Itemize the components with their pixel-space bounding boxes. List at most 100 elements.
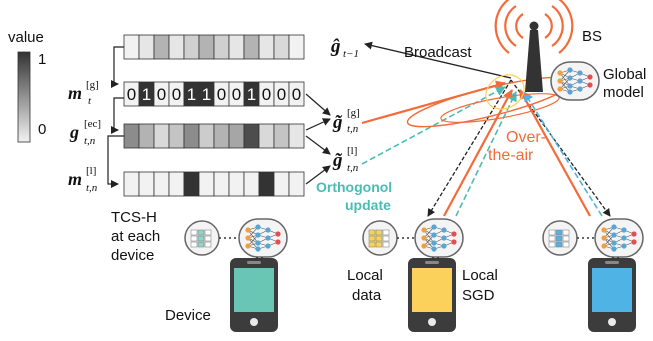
orthogonal-update-label-line2: update	[345, 197, 391, 213]
g-prev-cell	[243, 34, 260, 60]
m-local-cell	[138, 171, 155, 197]
communication-arrows	[361, 41, 611, 217]
data-table-icon	[184, 220, 220, 256]
m-local-cell	[243, 171, 260, 197]
svg-text:t,n: t,n	[347, 123, 359, 135]
g-prev-cell	[168, 34, 185, 60]
broadcast-arrow	[364, 41, 512, 79]
m-local-cell	[198, 171, 215, 197]
neural-network-icon	[594, 218, 644, 258]
g-prev-cell	[258, 34, 275, 60]
legend-gradient-bar	[17, 51, 31, 143]
smartphone-icon	[408, 258, 456, 332]
svg-text:g̃: g̃	[332, 112, 343, 133]
g-prev-cell	[228, 34, 245, 60]
g-ec-cell	[168, 123, 185, 149]
m-global-bit: 0	[292, 85, 301, 104]
g-ec-cell	[183, 123, 200, 149]
local-sgd-label-line1: Local	[462, 267, 498, 284]
m-global-bit: 1	[247, 85, 256, 104]
m-local-cell	[258, 171, 275, 197]
svg-text:t: t	[88, 95, 92, 107]
g-ec-cell	[138, 123, 155, 149]
orthogonal-device-1	[455, 91, 517, 217]
svg-text:[g]: [g]	[86, 79, 99, 91]
svg-text:ĝ: ĝ	[330, 36, 341, 57]
value-legend: value 1 0	[8, 29, 46, 143]
over-the-air-label-line2: the-air	[488, 147, 534, 164]
m-local-cell	[213, 171, 230, 197]
g-ec-cell	[273, 123, 290, 149]
bracket-connectors	[107, 46, 331, 188]
svg-text:[ec]: [ec]	[84, 118, 101, 130]
data-table-icon	[542, 220, 578, 256]
m-global-bit: 0	[157, 85, 166, 104]
svg-text:t,n: t,n	[86, 182, 98, 194]
g-prev-cell	[288, 34, 305, 60]
label-g-ec: g [ec] t,n	[69, 118, 101, 147]
local-data-label-line2: data	[352, 287, 382, 304]
neural-network-icon	[414, 218, 464, 258]
vector-bar-g-prev	[123, 34, 305, 60]
global-model-label-line1: Global	[603, 66, 646, 83]
svg-text:m: m	[68, 83, 82, 103]
m-global-bit: 0	[262, 85, 271, 104]
global-model-icon	[550, 61, 600, 101]
label-g-tilde-global: g̃ [g] t,n	[332, 107, 360, 135]
m-local-cell	[273, 171, 290, 197]
bs-label: BS	[582, 28, 602, 45]
g-ec-cell	[123, 123, 140, 149]
g-ec-cell	[228, 123, 245, 149]
g-ec-cell	[213, 123, 230, 149]
device-2	[362, 218, 464, 332]
svg-text:[g]: [g]	[347, 107, 360, 119]
m-local-cell	[288, 171, 305, 197]
local-data-label-line1: Local	[347, 267, 383, 284]
m-global-bit: 0	[127, 85, 136, 104]
m-local-cell	[153, 171, 170, 197]
g-ec-cell	[198, 123, 215, 149]
broadcast-to-device-2	[510, 79, 611, 217]
orthogonal-update-label-line1: Orthogonol	[316, 179, 392, 195]
g-ec-cell	[258, 123, 275, 149]
neural-network-icon	[238, 218, 288, 258]
g-ec-cell	[153, 123, 170, 149]
tcs-h-label-line1: TCS-H	[111, 209, 157, 226]
m-global-bit: 0	[277, 85, 286, 104]
legend-min-label: 0	[38, 121, 46, 138]
g-prev-cell	[123, 34, 140, 60]
m-global-bit: 1	[202, 85, 211, 104]
m-local-cell	[228, 171, 245, 197]
g-prev-cell	[213, 34, 230, 60]
svg-text:g: g	[69, 122, 79, 142]
tcs-h-label-line2: at each	[111, 228, 160, 245]
g-prev-cell	[138, 34, 155, 60]
legend-title: value	[8, 29, 44, 46]
g-prev-cell	[183, 34, 200, 60]
tcs-h-label-line3: device	[111, 247, 154, 264]
vector-bar-m-local	[123, 171, 305, 197]
m-local-cell	[183, 171, 200, 197]
svg-text:t−1: t−1	[343, 48, 359, 60]
legend-max-label: 1	[38, 51, 46, 68]
g-prev-cell	[273, 34, 290, 60]
m-global-bit: 0	[217, 85, 226, 104]
m-global-bit: 0	[232, 85, 241, 104]
label-m-global: m [g] t	[68, 79, 99, 107]
g-prev-cell	[153, 34, 170, 60]
broadcast-label: Broadcast	[404, 44, 472, 61]
data-table-icon	[362, 220, 398, 256]
vector-bar-g-ec	[123, 123, 305, 149]
devices	[184, 218, 644, 332]
m-global-bit: 1	[187, 85, 196, 104]
g-ec-cell	[288, 123, 305, 149]
m-global-cell	[288, 81, 305, 107]
cellular-tower-icon	[494, 0, 574, 92]
svg-text:m: m	[68, 169, 82, 189]
smartphone-icon	[588, 258, 636, 332]
label-m-local: m [l] t,n	[68, 165, 98, 194]
m-global-bit: 0	[172, 85, 181, 104]
smartphone-icon	[230, 258, 278, 332]
